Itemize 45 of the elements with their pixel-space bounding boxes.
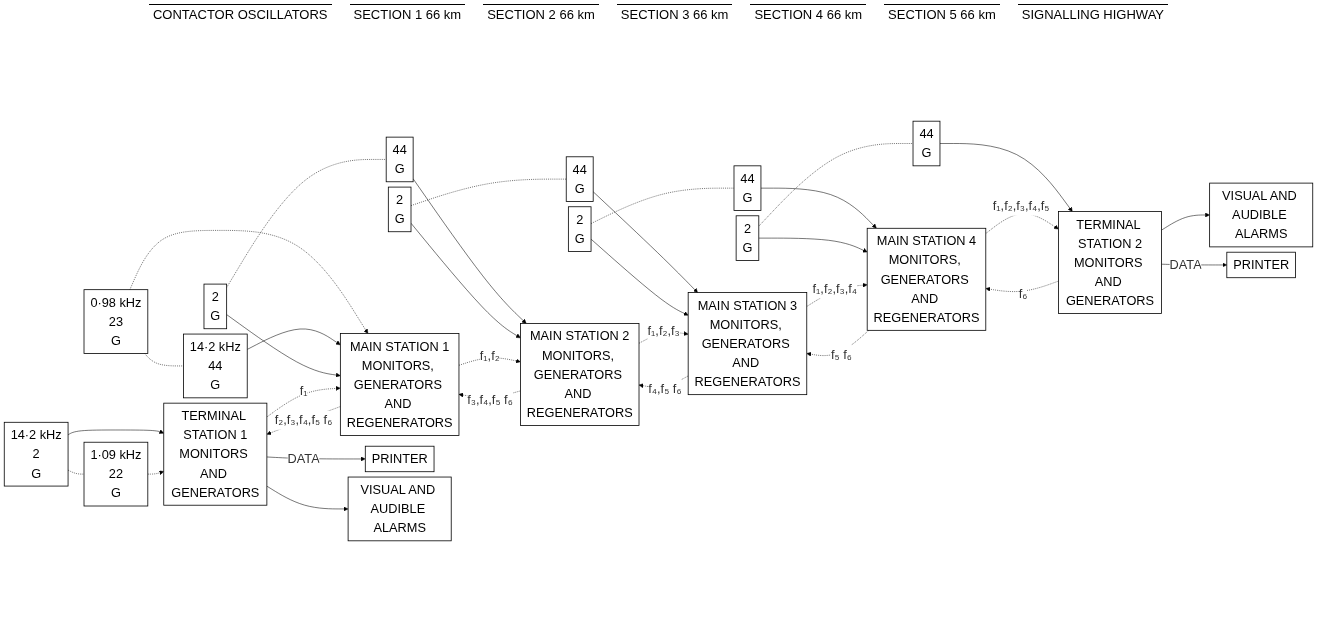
node-box: 0·98 kHz 23 G	[83, 289, 149, 354]
node-box: 1·09 kHz 22 G	[83, 441, 149, 507]
edge-label: f₁,f₂,f₃,f₄,f₅	[992, 198, 1050, 214]
node-box: 44 G	[565, 156, 594, 202]
node-box: 2 G	[203, 283, 228, 330]
node-box: 2 G	[567, 206, 592, 252]
edge-label: f₁,f₂	[479, 347, 500, 363]
node-box: 2 G	[735, 215, 760, 261]
note-label: CONTACTOR OSCILLATORS	[148, 4, 332, 24]
node-box: VISUAL AND AUDIBLE ALARMS	[347, 476, 452, 542]
node-box: PRINTER	[1226, 251, 1296, 279]
node-box: TERMINAL STATION 2 MONITORS AND GENERATORS	[1058, 211, 1162, 314]
node-box: MAIN STATION 2 MONITORS, GENERATORS AND REGENERATORS	[520, 323, 640, 426]
edge-label: f₁	[299, 382, 308, 398]
connector	[144, 353, 184, 367]
node-box: 14·2 kHz 44 G	[183, 333, 248, 399]
connector	[67, 469, 85, 475]
node-box: 2 G	[387, 186, 412, 233]
connector	[410, 178, 567, 206]
note-label: SIGNALLING HIGHWAY	[1017, 4, 1169, 24]
node-box: PRINTER	[364, 445, 435, 473]
node-box: MAIN STATION 1 MONITORS, GENERATORS AND REGENERATORS	[339, 333, 460, 436]
node-box: MAIN STATION 4 MONITORS, GENERATORS AND REGENERATORS	[866, 227, 987, 331]
node-box: 44 G	[385, 136, 414, 183]
edge-label: f₆	[1018, 286, 1028, 301]
edge-label: DATA	[1169, 257, 1202, 272]
node-box: 44 G	[733, 165, 762, 211]
edge-label: f₅ f₆	[830, 347, 852, 362]
edge-label: f₂,f₃,f₄,f₅ f₆	[274, 412, 333, 428]
node-box: VISUAL AND AUDIBLE ALARMS	[1209, 182, 1314, 248]
node-box: 14·2 kHz 2 G	[3, 421, 69, 487]
note-label: SECTION 1 66 km	[349, 4, 466, 24]
edge-label: f₄,f₅ f₆	[648, 381, 682, 396]
connector	[226, 159, 387, 288]
edge-label: DATA	[287, 451, 320, 466]
note-label: SECTION 3 66 km	[616, 4, 733, 24]
note-label: SECTION 2 66 km	[483, 4, 599, 24]
note-label: SECTION 5 66 km	[884, 4, 1000, 24]
node-box: MAIN STATION 3 MONITORS, GENERATORS AND REGENERATORS	[687, 292, 808, 396]
node-box: 44 G	[912, 120, 941, 167]
edge-label: f₁,f₂,f₃	[647, 322, 680, 338]
edge-label: f₁,f₂,f₃,f₄	[812, 281, 857, 296]
note-label: SECTION 4 66 km	[750, 4, 867, 24]
node-box: TERMINAL STATION 1 MONITORS AND GENERATORS	[163, 402, 268, 506]
edge-label: f₃,f₄,f₅ f₆	[467, 391, 513, 407]
